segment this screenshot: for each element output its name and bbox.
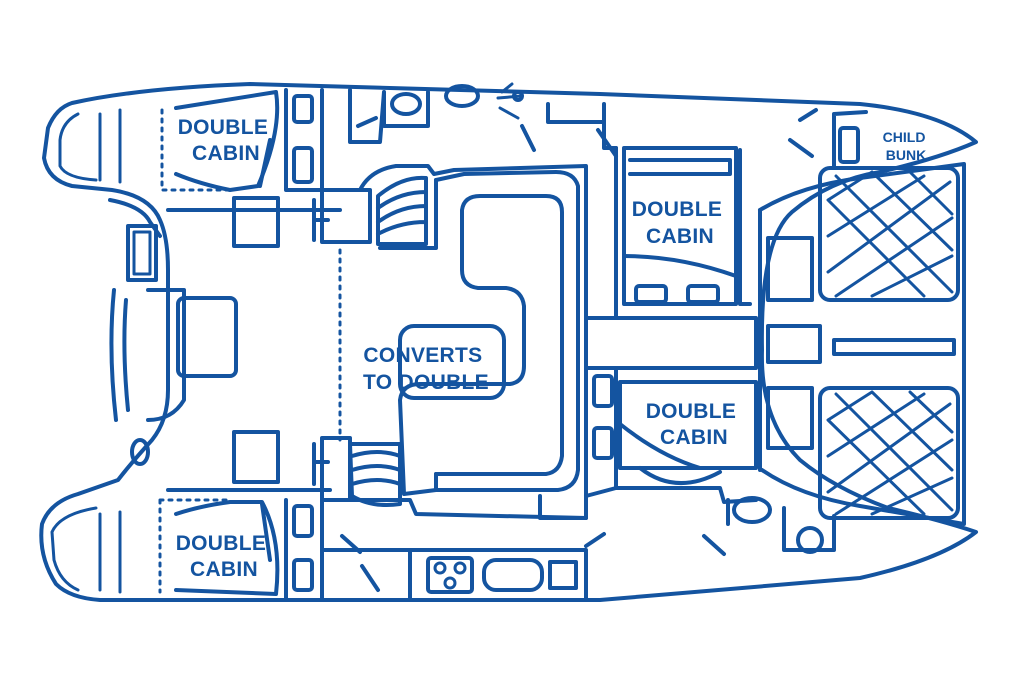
saloon-aft-seat	[378, 178, 438, 492]
cockpit-table	[832, 338, 956, 356]
stb-aft-cabin-line-1: DOUBLE	[176, 532, 266, 555]
shower-head	[512, 90, 524, 102]
fwd-hatch	[126, 224, 158, 282]
port-passage-door-2	[520, 124, 536, 152]
saloon-dinette-line-2: TO DOUBLE	[363, 371, 489, 394]
stb-cabin-door	[260, 502, 272, 562]
helm-seat-2	[766, 324, 822, 364]
stb-aft-cabin-bulkhead	[284, 498, 324, 602]
cockpit-seat-port	[818, 166, 960, 302]
port-aft-cabin-line-1: DOUBLE	[178, 116, 268, 139]
galley-sink	[482, 558, 544, 592]
stb-fwd-cabin-label: DOUBLE CABIN	[646, 400, 743, 449]
saloon-table	[398, 324, 506, 400]
port-fwd-cabin-top	[628, 158, 732, 176]
cockpit-grid-starboard	[826, 390, 954, 516]
port-aft-cabin-label: DOUBLE CABIN	[178, 116, 275, 165]
port-fwd-cabin-label: DOUBLE CABIN	[632, 198, 729, 248]
dashed-port-cabin-divider	[158, 108, 234, 594]
child-bunk-locker	[838, 126, 860, 164]
stb-aft-cabin-line-2: CABIN	[190, 558, 258, 581]
hull-fwd-lines	[98, 108, 122, 594]
shower-fan	[496, 82, 524, 120]
room-labels: DOUBLE CABIN CHILD BUNK DOUBLE CABIN CON…	[176, 116, 930, 581]
bridge-fwd-edge	[166, 208, 342, 492]
port-fwd-pillow-1	[634, 284, 668, 304]
galley-counter	[408, 548, 588, 602]
saloon-aft-passage	[584, 316, 758, 370]
child-bunk-wall	[832, 110, 868, 170]
stb-galley-block	[320, 436, 352, 502]
fwd-deck-curve	[146, 288, 186, 422]
head-toilet	[390, 92, 422, 116]
stb-head-sink	[732, 496, 772, 524]
port-fwd-cabin-wall	[738, 148, 752, 306]
galley-stove	[426, 556, 474, 594]
port-aft-cabin-line-2: CABIN	[192, 142, 260, 165]
hull-outline	[39, 82, 978, 602]
port-passage-door-3	[596, 128, 618, 158]
port-divider-t	[312, 198, 330, 242]
galley-fridge	[548, 560, 578, 590]
port-galley-block	[320, 188, 372, 244]
fwd-deck-line-2	[122, 298, 130, 412]
inner-hull-line	[50, 112, 98, 592]
port-fwd-passage	[788, 108, 818, 158]
port-cabin-locker-2	[292, 146, 314, 184]
head-compartment	[348, 88, 430, 144]
stb-head-toilet	[796, 526, 824, 554]
plan-linework	[39, 82, 978, 602]
port-passage-door-1	[356, 116, 378, 128]
port-cabin-locker-1	[292, 94, 314, 124]
port-fwd-pillow-2	[686, 284, 720, 304]
anchor-locker	[130, 438, 150, 466]
stb-fwd-locker-2	[592, 426, 614, 460]
head-sink	[444, 84, 480, 108]
saloon-dinette-line-1: CONVERTS	[363, 344, 482, 367]
stove-burner-2	[453, 561, 467, 575]
starboard-fwd-cabin-bottom	[638, 466, 722, 485]
port-fwd-cabin-line-2: CABIN	[646, 225, 714, 248]
port-fwd-cabin-sheet	[622, 254, 738, 278]
stb-aft-cabin-label: DOUBLE CABIN	[176, 532, 273, 581]
stb-fwd-cabin-line-2: CABIN	[660, 426, 728, 449]
fwd-deck-hatch	[176, 296, 238, 378]
child-bunk-line-2: BUNK	[886, 147, 926, 163]
port-hull-inner-wall	[320, 146, 618, 498]
fwd-crossbeam	[108, 198, 162, 238]
starboard-fwd-cabin-sheet	[618, 422, 702, 470]
saloon-dinette-seat	[398, 170, 580, 496]
stb-fwd-locker-1	[592, 374, 614, 408]
stb-fwd-cabin-line-1: DOUBLE	[646, 400, 736, 423]
port-fwd-cabin-bed	[622, 146, 738, 306]
child-bunk-label: CHILD BUNK	[883, 129, 930, 163]
galley-doors	[340, 532, 726, 592]
stb-divider-t	[312, 442, 330, 486]
helm-seat-3	[766, 386, 814, 450]
port-cabin-door	[258, 138, 272, 188]
fwd-deck-line	[109, 288, 118, 422]
stb-step	[232, 430, 280, 484]
port-fwd-cabin-line-1: DOUBLE	[632, 198, 722, 221]
stb-cabin-locker-2	[292, 558, 314, 592]
companionway-steps-starboard	[348, 442, 402, 507]
cockpit-grid-port	[826, 170, 954, 298]
saloon-dinette-label: CONVERTS TO DOUBLE	[363, 344, 489, 394]
cockpit-seat-starboard	[818, 386, 960, 520]
stove-burner-1	[433, 561, 447, 575]
starboard-fwd-cabin-bed	[618, 380, 758, 470]
stove-burner-3	[443, 576, 457, 590]
child-bunk-line-1: CHILD	[883, 129, 926, 145]
port-step	[232, 196, 280, 248]
port-aft-cabin-bulkhead	[284, 88, 324, 192]
cockpit-outline	[758, 162, 966, 526]
helm-seat-1	[766, 236, 814, 302]
stb-cabin-locker-1	[292, 504, 314, 538]
fwd-hatch-inner	[132, 230, 152, 276]
companionway-steps-port	[376, 175, 428, 246]
